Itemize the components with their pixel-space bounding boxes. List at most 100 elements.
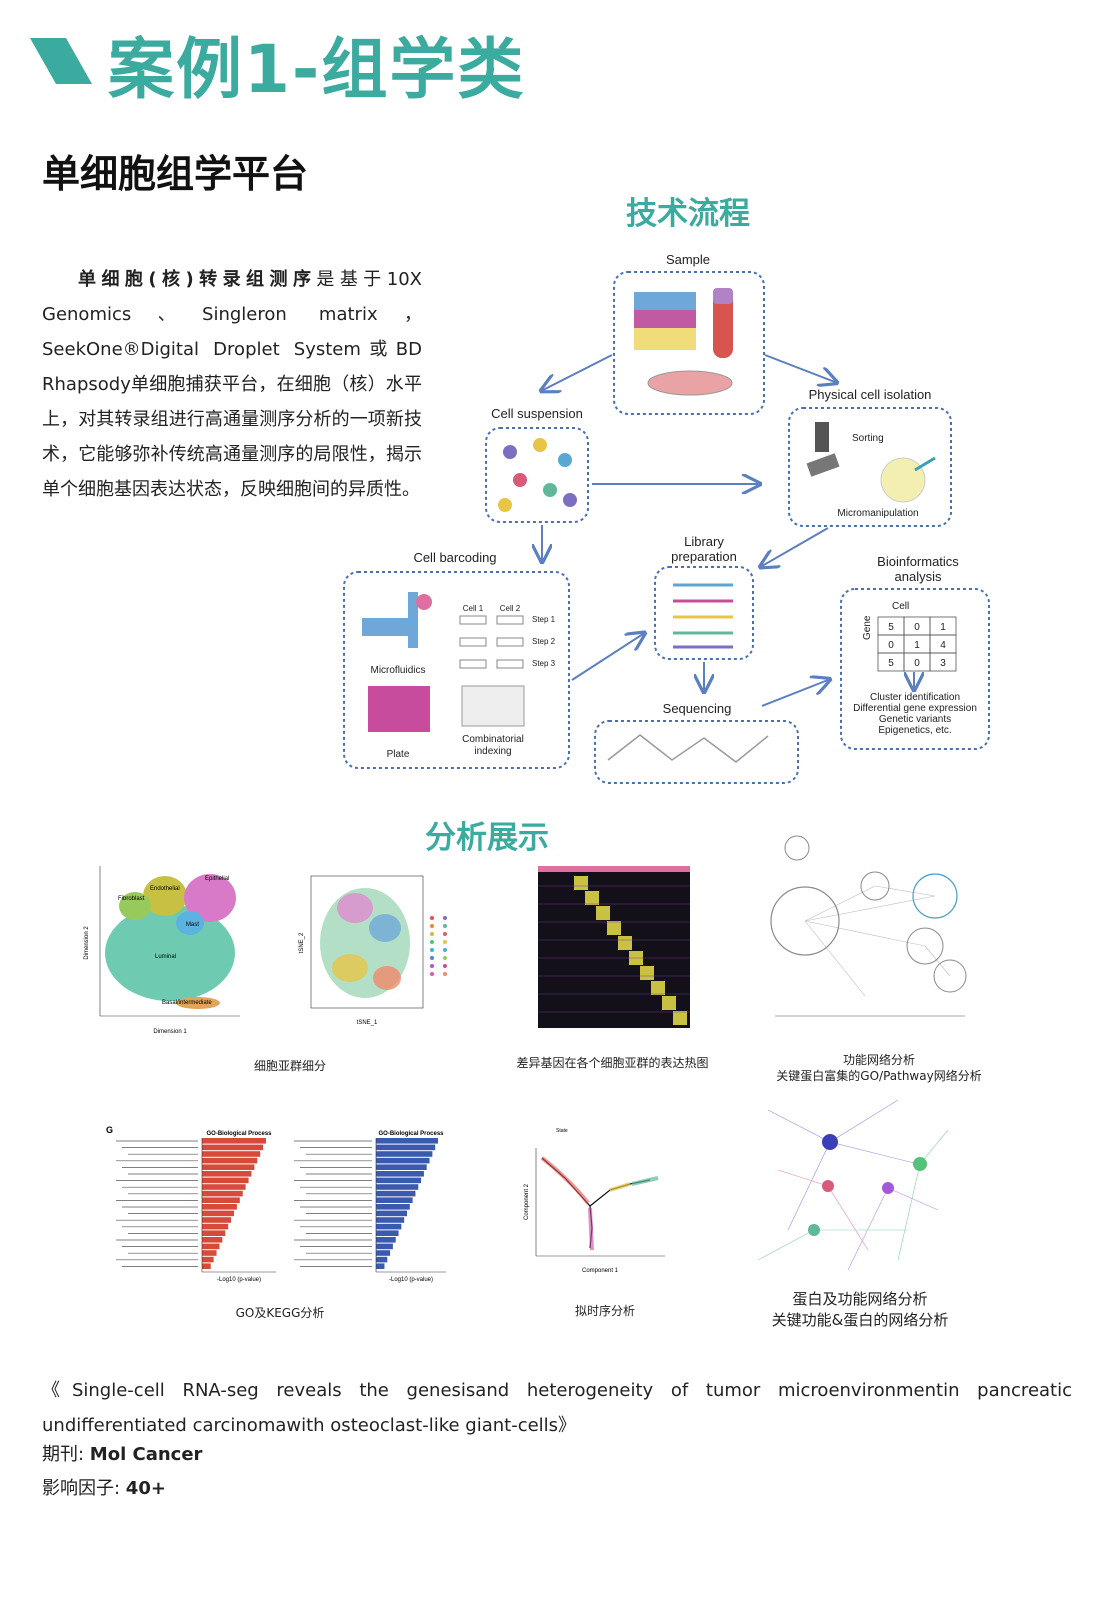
step-well [496,637,524,647]
go-bar [202,1223,229,1230]
go-bar [202,1144,264,1151]
cluster-blob [119,892,151,920]
caption-network1-line1: 功能网络分析 [842,1053,915,1067]
caption-network2-line1: 蛋白及功能网络分析 [792,1290,928,1308]
matrix-value: 5 [888,658,894,669]
bioinfo-box [840,588,990,750]
reference-title: 《Single-cell RNA-seg reveals the genesis… [42,1380,1072,1436]
go-bar [202,1184,246,1190]
trajectory-state-3 [609,1182,631,1192]
arrow [764,354,835,382]
go-bar [202,1210,234,1217]
library-label-2: preparation [671,549,737,564]
arrow [762,527,829,566]
go-bar [202,1263,211,1269]
arrow [571,634,643,681]
caption-heatmap: 差异基因在各个细胞亚群的表达热图 [516,1056,709,1070]
umap-ylabel: Dimension 2 [84,926,90,960]
physical-isolation-box [788,407,952,527]
cluster-blob [373,966,401,990]
cluster-blob [332,954,368,982]
section-title: 单细胞组学平台 [42,152,309,196]
heatmap-block [640,966,654,980]
pseudotime-figure: State Component 1 Component 2 [520,1118,672,1278]
combinatorial-plate-icon [461,685,525,727]
go-bar [202,1197,240,1203]
analysis-title: 分析展示 [425,820,549,856]
cluster-blob [176,911,204,935]
go-bar [376,1164,427,1170]
micromanipulation-dish-icon [880,457,926,503]
heatmap-block [673,1011,687,1025]
caption-subclusters: 细胞亚群细分 [253,1059,326,1073]
pseudotime-xlabel: Component 1 [582,1268,619,1274]
go-bar [376,1144,436,1151]
go-bar [202,1250,217,1256]
go-bar [376,1223,402,1230]
bioinfo-label-1: Bioinformatics [877,554,959,569]
journal-line: 期刊: Mol Cancer [42,1442,202,1468]
matrix-value: 0 [914,658,920,669]
droplet-icon [416,594,432,610]
step-well [459,615,487,625]
trajectory-state-4 [631,1176,659,1186]
microfluidics-chip-icon [362,592,418,648]
go-bar [376,1237,396,1243]
cell-barcoding-label: Cell barcoding [413,550,496,565]
go-bar [202,1171,252,1177]
umap-label: Epithelial [205,876,229,882]
pseudotime-ylabel: Component 2 [524,1183,530,1220]
go-bar [202,1151,261,1157]
tsne-ylabel: tSNE_2 [299,932,305,953]
blood-tube-icon [713,288,733,358]
heatmap-block [662,996,676,1010]
network-hub [822,1134,838,1150]
umap-label: Luminal [155,954,176,960]
go-bar [202,1190,243,1197]
go-bar [376,1184,419,1190]
cell-dot [503,445,517,459]
go-bar [202,1204,237,1210]
go-bar [376,1210,407,1217]
go-bar [202,1177,249,1184]
tsne-frame [310,875,424,1009]
cell2-label: Cell 2 [500,604,521,613]
cell-dot [558,453,572,467]
network-figure-2 [748,1090,958,1280]
sample-label: Sample [666,252,710,267]
matrix-value: 3 [940,658,946,669]
well-plate-icon [806,453,840,477]
go-enrichment-figure: G GO-Biological Process GO-Biological Pr… [104,1124,464,1286]
sequencing-box [594,720,799,784]
plate-icon [368,686,430,732]
arrow [761,680,828,707]
intro-bold: 单细胞(核)转录组测序 [78,269,317,290]
network-hub [808,1224,820,1236]
go-bar [202,1230,226,1236]
go-bar [376,1263,385,1269]
bioinfo-output-3: Genetic variants [879,714,951,725]
go-bar [202,1237,223,1243]
step-well [496,615,524,625]
network-hub [882,1182,894,1194]
cluster-blob [176,997,220,1009]
go-bar [376,1256,388,1263]
workflow-diagram: Sample Cell suspension Physical cell iso… [343,252,990,784]
network-hub [770,886,840,956]
cell-barcoding-box [343,571,570,769]
workflow-title: 技术流程 [626,196,750,232]
combinatorial-label: Combinatorial [462,734,524,745]
cluster-blob [184,874,236,922]
heatmap-block [607,921,621,935]
tsne-legend [430,916,447,976]
petri-dish-icon [647,370,733,396]
go-term-lines-left [116,1140,198,1267]
cell-dot [533,438,547,452]
go-bar [376,1157,430,1164]
library-box [654,566,754,660]
sample-box [613,271,765,415]
bioinfo-label-2: analysis [895,569,942,584]
step2-label: Step 2 [532,637,556,646]
heatmap-block [651,981,665,995]
